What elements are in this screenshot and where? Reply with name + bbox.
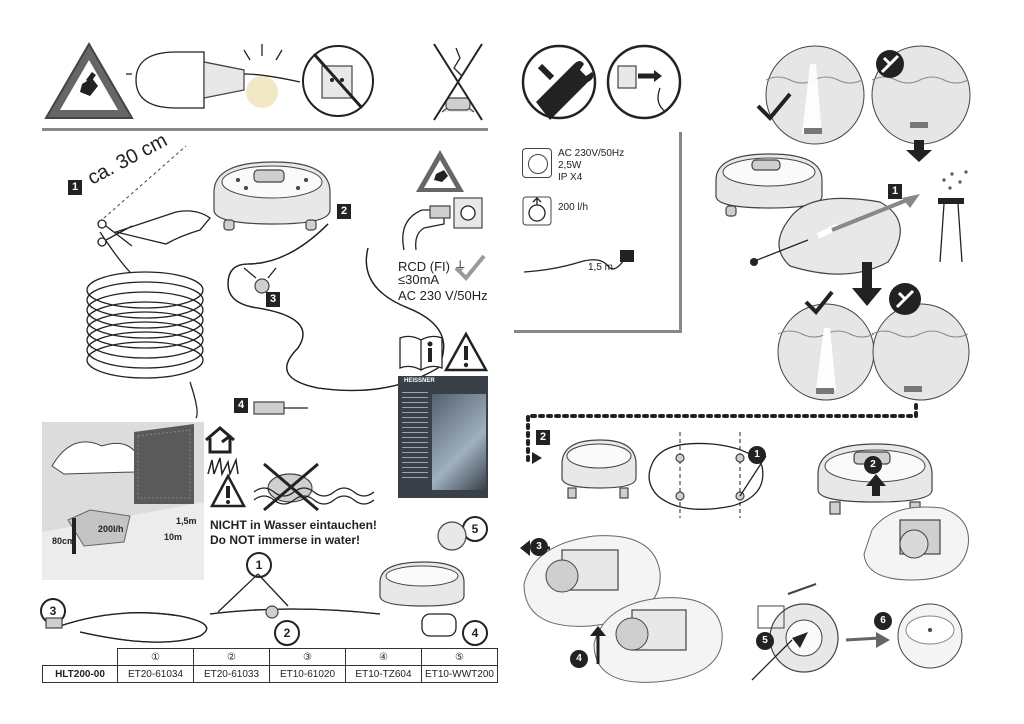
step-2-dotted-frame	[526, 402, 918, 464]
spec-box	[514, 132, 682, 333]
part-callout-4: 4	[462, 620, 488, 646]
right-arrow-icon	[845, 632, 890, 648]
check-mark-icon-3	[804, 290, 834, 315]
tools-icon	[521, 44, 597, 120]
step-badge-4: 4	[234, 398, 248, 413]
part-code-4: ET10-TZ604	[345, 665, 422, 683]
depth-label: 80cm	[52, 536, 76, 546]
length-label: 10m	[164, 532, 183, 542]
unplug-before-service-icon	[606, 44, 682, 120]
down-arrow-icon-2	[852, 262, 882, 306]
grass-icon	[207, 457, 239, 477]
parts-header-5: ⑤	[421, 648, 498, 666]
unplug-power-icon	[126, 44, 301, 109]
right-step-badge-2: 2	[536, 430, 550, 445]
socket-icon	[522, 148, 552, 178]
read-manual-icon	[399, 335, 443, 371]
parts-header-4: ④	[345, 648, 422, 666]
rcd-line-1: RCD (FI) ⏚	[398, 259, 467, 274]
scissors-cutting-hose	[97, 145, 211, 247]
parts-table-header-row: ① ② ③ ④ ⑤	[43, 648, 498, 666]
spec-cable-length: 1,5 m	[588, 262, 614, 273]
parts-header-3: ③	[269, 648, 346, 666]
disassembly-step-1: 1	[748, 446, 766, 464]
pump-housing-open	[863, 506, 969, 581]
good-flow-circle	[765, 45, 865, 145]
product-manual-image: HEISSNER	[398, 376, 488, 498]
part-code-3: ET10-61020	[269, 665, 346, 683]
parts-table-row: HLT200-00 ET20-61034 ET20-61033 ET10-610…	[42, 665, 498, 683]
height-label: 1,5m	[176, 516, 197, 526]
rcd-line-3: AC 230 V/50Hz	[398, 288, 488, 303]
caution-icon-2	[209, 473, 247, 508]
outdoor-house-icon	[205, 426, 235, 454]
impeller-cover-removal	[751, 583, 839, 681]
part-callout-2: 2	[274, 620, 300, 646]
bottom-plate-cleaning	[750, 194, 920, 275]
spec-flow: 200 l/h	[558, 202, 589, 213]
electric-hazard-warning-icon	[44, 42, 134, 119]
flow-rate-label: 200l/h	[98, 524, 124, 534]
part-code-1: ET20-61034	[117, 665, 194, 683]
spec-voltage: AC 230V/50Hz	[558, 148, 625, 159]
parts-header-1: ①	[117, 648, 194, 666]
weak-flow-circle	[871, 45, 971, 145]
warning-german: NICHT in Wasser eintauchen!	[210, 518, 377, 532]
disassembly-step-5: 5	[756, 632, 774, 650]
parts-table: ① ② ③ ④ ⑤ HLT200-00 ET20-61034 ET20-6103…	[42, 648, 498, 683]
power-cable-icon	[523, 250, 634, 273]
garden-scene-drawing	[42, 424, 204, 580]
motor-removal-step-3	[520, 535, 661, 627]
rcd-line-2: ≤30mA	[398, 272, 440, 287]
disassembly-step-4: 4	[570, 650, 588, 668]
hose-end-connector	[253, 401, 308, 415]
weak-flow-circle-2	[871, 303, 970, 401]
parts-header-2: ②	[193, 648, 270, 666]
step-badge-3: 3	[266, 292, 280, 307]
bottom-plate-screws	[648, 432, 767, 518]
disassembly-step-6: 6	[874, 612, 892, 630]
hose-loop	[227, 223, 445, 392]
tools-badge-icon	[889, 283, 921, 315]
impeller-cap	[897, 603, 963, 669]
hose-coil	[86, 231, 204, 419]
up-arrow-icon	[866, 474, 886, 496]
hand-plugging-socket-icon	[402, 197, 483, 251]
motor-removal-step-4	[590, 597, 723, 683]
pump-flow-icon	[522, 196, 552, 226]
part-code-2: ET20-61033	[193, 665, 270, 683]
down-arrow-icon	[906, 140, 932, 162]
check-mark-icon	[454, 254, 486, 281]
warning-english: Do NOT immerse in water!	[210, 533, 361, 547]
model-number: HLT200-00	[42, 665, 118, 683]
no-plug-wet-hands-icon	[302, 45, 374, 117]
section-divider	[42, 128, 488, 131]
check-mark-icon-2	[756, 92, 792, 121]
pump-on-stand	[715, 153, 823, 217]
spec-ip-rating: IP X4	[558, 172, 583, 183]
good-flow-circle-2	[777, 303, 875, 401]
no-pump-in-snow-icon	[433, 43, 483, 121]
right-step-badge-1: 1	[888, 184, 902, 199]
brush-cleaning-icon	[938, 170, 968, 263]
manual-brand-label: HEISSNER	[404, 378, 435, 384]
disassembly-step-3: 3	[530, 538, 548, 556]
electric-warning-small-icon	[416, 150, 464, 192]
no-immerse-icon	[253, 462, 375, 512]
pump-device	[213, 161, 331, 231]
spec-power: 2,5W	[558, 160, 582, 171]
part-code-5: ET10-WWT200	[421, 665, 498, 683]
caution-warning-icon	[443, 331, 489, 372]
part-callout-1: 1	[246, 552, 272, 578]
parts-diagram	[45, 521, 467, 643]
pump-step-2	[561, 439, 637, 499]
step-badge-2: 2	[337, 204, 351, 219]
disassembly-step-2: 2	[864, 456, 882, 474]
step-badge-1: 1	[68, 180, 82, 195]
